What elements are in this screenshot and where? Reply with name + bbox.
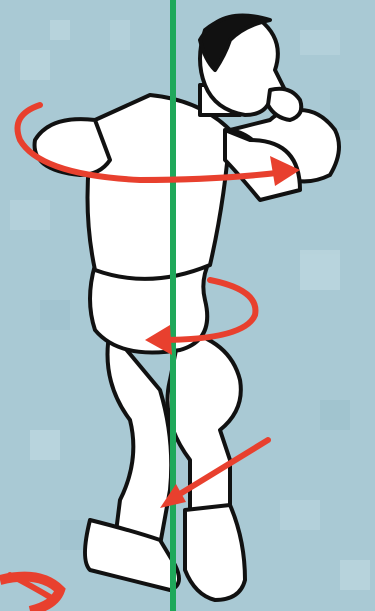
back-leg — [108, 330, 172, 545]
front-shoe — [185, 505, 245, 600]
foot-rotation-arrow-back — [0, 577, 60, 611]
player-body — [35, 16, 339, 601]
back-arm — [35, 119, 110, 175]
torso — [88, 95, 231, 279]
back-shoe — [85, 520, 179, 590]
